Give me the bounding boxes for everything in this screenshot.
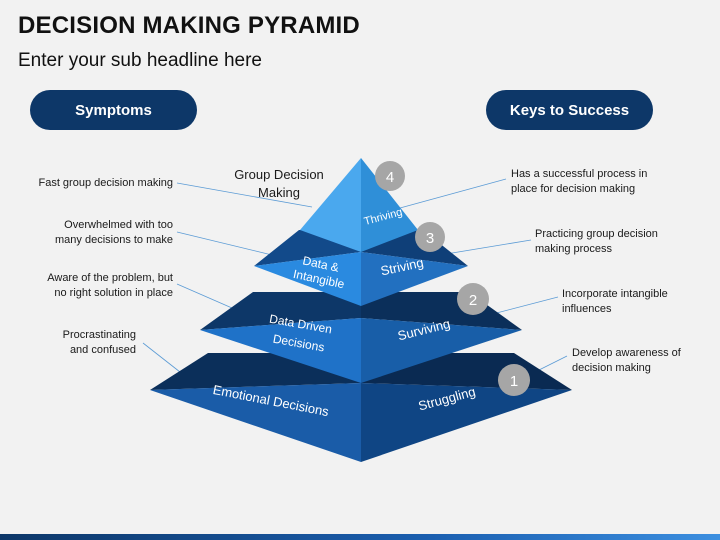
level-4-badge: 4	[375, 161, 405, 191]
key-note-2-line2: making process	[535, 243, 613, 255]
connector-right-2	[439, 239, 532, 256]
level-2-left-face	[200, 318, 361, 383]
connector-left-2	[176, 231, 273, 256]
page-subtitle: Enter your sub headline here	[18, 50, 262, 71]
key-note-1-line1: Has a successful process in	[511, 168, 648, 180]
svg-text:4: 4	[386, 169, 394, 186]
symptom-note-4-line1: Procrastinating	[62, 329, 136, 341]
connector-right-1	[399, 178, 507, 209]
level-1-badge: 1	[498, 364, 530, 396]
key-note-3-line1: Incorporate intangible	[562, 288, 668, 300]
symptom-note-2: Overwhelmed with too many decisions to m…	[10, 218, 173, 248]
connector-left-4	[142, 342, 181, 373]
symptom-note-3-line1: Aware of the problem, but	[47, 272, 173, 284]
level-4-right-face	[361, 158, 418, 252]
symptom-note-3-line2: no right solution in place	[54, 287, 173, 299]
page-title: DECISION MAKING PYRAMID	[18, 12, 360, 39]
level-1-left-face	[150, 383, 361, 462]
key-note-4-line1: Develop awareness of	[572, 347, 681, 359]
symptom-note-4: Procrastinating and confused	[10, 328, 136, 358]
level-3-left-face	[254, 252, 361, 306]
connector-left-1	[176, 182, 313, 208]
symptom-note-2-line2: many decisions to make	[55, 234, 173, 246]
level-4-left-face	[300, 158, 361, 252]
symptoms-header-pill: Symptoms	[30, 90, 197, 130]
connector-left-3	[176, 283, 233, 309]
key-note-2: Practicing group decision making process	[535, 227, 710, 257]
key-note-1: Has a successful process in place for de…	[511, 167, 686, 197]
key-note-3-line2: influences	[562, 303, 612, 315]
symptom-note-1-line1: Fast group decision making	[38, 177, 173, 189]
level-2-shadow	[200, 292, 361, 330]
symptom-note-2-line1: Overwhelmed with too	[64, 219, 173, 231]
key-note-4: Develop awareness of decision making	[572, 346, 712, 376]
level-3-badge: 3	[415, 222, 445, 252]
keys-to-success-header-pill: Keys to Success	[486, 90, 653, 130]
level-2-right-face	[361, 318, 522, 383]
symptom-note-3: Aware of the problem, but no right solut…	[10, 271, 173, 301]
key-note-1-line2: place for decision making	[511, 183, 636, 195]
bottom-accent-bar	[0, 534, 720, 540]
symptom-note-1: Fast group decision making	[10, 176, 173, 191]
key-note-2-line1: Practicing group decision	[535, 228, 658, 240]
key-note-4-line2: decision making	[572, 362, 651, 374]
svg-text:3: 3	[426, 230, 434, 247]
level-1-right-face	[361, 383, 572, 462]
level-2-badge: 2	[457, 283, 489, 315]
level-3-right-face	[361, 252, 468, 306]
key-note-3: Incorporate intangible influences	[562, 287, 712, 317]
svg-text:1: 1	[510, 373, 518, 390]
pyramid-top-label: Group Decision Making	[234, 167, 324, 200]
connector-right-4	[534, 355, 568, 373]
svg-text:2: 2	[469, 292, 477, 309]
symptom-note-4-line2: and confused	[69, 344, 136, 356]
